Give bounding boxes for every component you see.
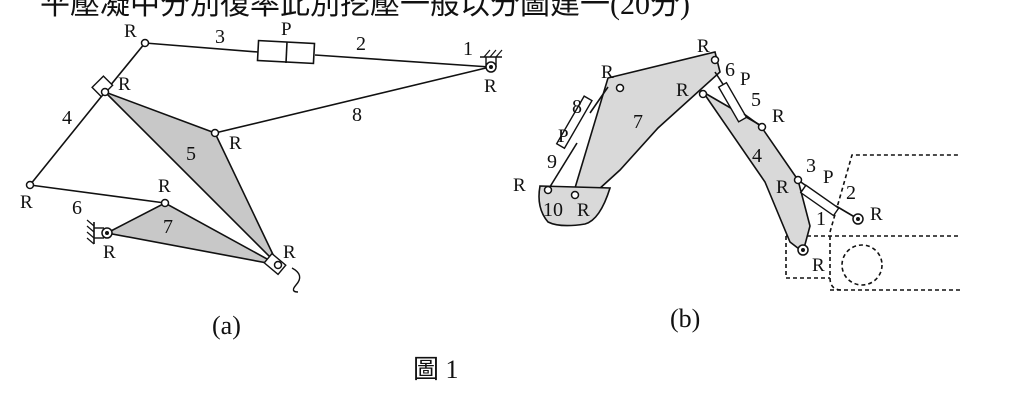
label-link-7-a: 7 (163, 216, 173, 238)
link-10-bucket (538, 185, 612, 227)
joint-b-4-7 (698, 89, 708, 99)
label-R-a2: R (484, 76, 497, 97)
label-P-b2: P (558, 126, 569, 147)
joint-a-top (140, 38, 150, 48)
link-4-lower (29, 91, 106, 186)
tool-curve-a (291, 267, 301, 293)
label-R-a5: R (158, 176, 171, 197)
label-P-a: P (281, 19, 292, 40)
prismatic-divider-a (285, 41, 288, 64)
label-R-a3: R (118, 74, 131, 95)
joint-a-4-5 (100, 87, 110, 97)
link-6-line (29, 184, 166, 204)
label-R-b5: R (776, 177, 789, 198)
diagram-a: R 3 P 2 1 R R 4 8 R 5 R R 6 7 R R (a) (20, 19, 503, 340)
label-R-b7: R (577, 200, 590, 221)
question-heading-text: 平壓凝中分別復率此別挖壓一般以分圖建一(20分) (40, 0, 690, 21)
joint-b-top (710, 55, 720, 65)
label-link-7-b: 7 (633, 111, 643, 133)
link-7-body (573, 51, 721, 191)
figure-caption: 圖 1 (413, 355, 459, 384)
label-link-10-b: 10 (543, 199, 563, 221)
label-link-5-a: 5 (186, 143, 196, 165)
label-R-b1: R (697, 36, 710, 57)
label-link-2-a: 2 (356, 33, 366, 55)
joint-a-6-7 (160, 198, 170, 208)
joint-b-ground-2-dot (856, 217, 860, 221)
label-R-b6: R (513, 175, 526, 196)
label-link-3-a: 3 (215, 26, 225, 48)
joint-b-3-4 (793, 175, 803, 185)
label-R-a1: R (124, 21, 137, 42)
label-link-8-b: 8 (572, 96, 582, 118)
joint-b-ground-4-dot (801, 248, 805, 252)
cylinder-5-6 (717, 81, 748, 123)
label-link-1-b: 1 (816, 208, 826, 230)
label-link-4-a: 4 (62, 107, 72, 129)
label-link-3-b: 3 (806, 155, 816, 177)
label-link-5-b: 5 (751, 89, 761, 111)
question-heading: 平壓凝中分別復率此別挖壓一般以分圖建一(20分) (0, 0, 1024, 30)
label-link-2-b: 2 (846, 182, 856, 204)
label-link-6-a: 6 (72, 197, 82, 219)
link-7-body (104, 202, 279, 266)
joint-b-7-10 (570, 190, 580, 200)
link-5-body (104, 91, 279, 266)
ground-7-a (86, 219, 113, 245)
cylinder-8-9 (555, 95, 593, 150)
cab-outline (829, 154, 960, 233)
label-R-a4: R (229, 133, 242, 154)
wheel (841, 244, 883, 286)
label-link-6-b: 6 (725, 59, 735, 81)
label-R-a8: R (283, 242, 296, 263)
track-corner (829, 277, 843, 291)
joint-a-4-6 (25, 180, 35, 190)
joint-a-bottom (273, 260, 283, 270)
label-R-a7: R (103, 242, 116, 263)
caption-b: (b) (670, 304, 700, 333)
diagram-b: R R 6 P 5 R R 8 7 P 4 9 3 P R R 2 10 R R… (513, 36, 960, 333)
joint-b-4-5 (757, 122, 767, 132)
caption-a: (a) (212, 311, 241, 340)
link-8-rod (589, 86, 609, 114)
link-9-rod (547, 142, 578, 191)
link-3-line (144, 42, 259, 53)
label-link-1-a: 1 (463, 38, 473, 60)
label-R-b2: R (601, 62, 614, 83)
label-R-b3: R (676, 80, 689, 101)
label-link-4-b: 4 (752, 145, 762, 167)
label-P-b3: P (823, 167, 834, 188)
label-R-b4: R (772, 106, 785, 127)
label-P-b1: P (740, 69, 751, 90)
link-2-line (314, 54, 491, 68)
joint-a-5-8 (210, 128, 220, 138)
cylinder-2-3 (799, 184, 840, 217)
label-R-a6: R (20, 192, 33, 213)
label-link-8-a: 8 (352, 104, 362, 126)
joint-b-7-8 (615, 83, 625, 93)
ground-1-a (480, 49, 503, 73)
joint-b-9-10 (543, 185, 553, 195)
link-4-body (702, 91, 811, 254)
link-8-line (214, 66, 491, 134)
label-R-b8: R (870, 204, 883, 225)
label-link-9-b: 9 (547, 151, 557, 173)
label-R-b9: R (812, 255, 825, 276)
